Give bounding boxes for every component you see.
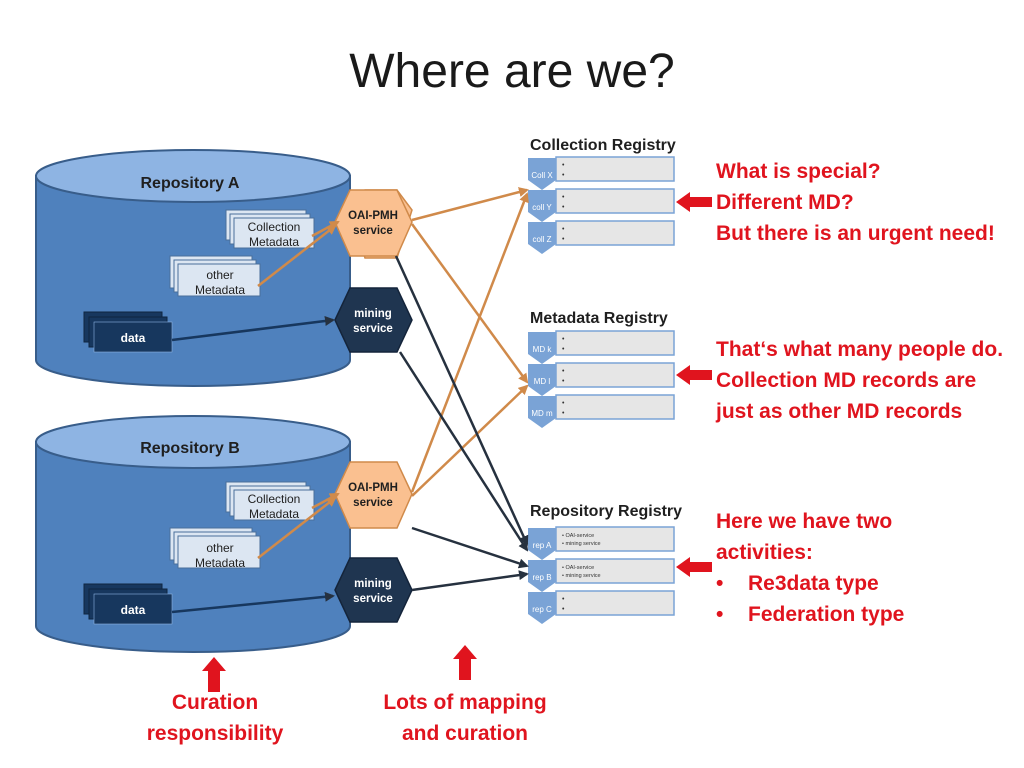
repository-name: Repository A — [141, 175, 240, 192]
svg-text:other: other — [206, 268, 233, 282]
registry-item: rep C • • — [528, 590, 675, 624]
mining-service-b: mining service — [334, 557, 413, 623]
svg-text:data: data — [121, 331, 146, 345]
svg-text:•: • — [562, 596, 565, 603]
svg-text:rep A: rep A — [533, 541, 552, 550]
svg-text:Metadata: Metadata — [195, 283, 245, 297]
arrow-up-icon — [453, 645, 477, 680]
svg-text:•: • — [562, 226, 565, 233]
repository-a: Repository A Collection Metadata other M… — [35, 149, 351, 387]
arrow-left-icon — [676, 365, 712, 385]
mapping-note: Lots of mapping and curation — [383, 691, 547, 745]
repository-b: Repository B Collection Metadata other M… — [35, 415, 351, 653]
svg-text:• OAI-service: • OAI-service — [562, 533, 594, 539]
svg-text:rep B: rep B — [532, 573, 551, 582]
svg-text:• mining service: • mining service — [562, 573, 601, 579]
svg-text:•: • — [562, 204, 565, 211]
svg-text:•: • — [562, 346, 565, 353]
mining-service-a: mining service — [334, 287, 413, 353]
svg-text:Metadata: Metadata — [249, 507, 299, 521]
svg-text:•: • — [562, 172, 565, 179]
slide-title: Where are we? — [349, 45, 675, 98]
svg-text:•: • — [562, 236, 565, 243]
repository-registry: Repository Registry rep A • OAI-service … — [528, 503, 682, 624]
svg-text:service: service — [353, 323, 393, 335]
registry-item: Coll X • • — [528, 156, 675, 190]
svg-text:•: • — [562, 410, 565, 417]
oai-pmh-service-b: OAI-PMH service — [334, 461, 413, 529]
svg-text:other: other — [206, 541, 233, 555]
registry-item: rep B • OAI-service • mining service — [528, 558, 675, 592]
svg-text:•: • — [562, 368, 565, 375]
svg-text:rep C: rep C — [532, 605, 552, 614]
activities-list: Re3data type Federation type — [716, 568, 904, 630]
svg-text:•: • — [562, 194, 565, 201]
svg-text:service: service — [353, 497, 393, 509]
svg-text:Collection: Collection — [248, 492, 301, 506]
registry-item: coll Z • • — [528, 220, 675, 254]
svg-text:Metadata: Metadata — [195, 556, 245, 570]
svg-text:mining: mining — [354, 578, 392, 590]
internal-arrows — [171, 220, 340, 614]
svg-text:• mining service: • mining service — [562, 541, 601, 547]
curation-note: Curation responsibility — [146, 691, 284, 745]
other-metadata-stack: other Metadata — [169, 527, 261, 570]
registry-item: MD k • • — [528, 330, 675, 364]
red-up-arrows — [202, 645, 477, 692]
other-metadata-stack: other Metadata — [169, 255, 261, 297]
metadata-note: That‘s what many people do. Collection M… — [716, 338, 1004, 423]
data-stack: data — [83, 583, 173, 625]
oai-pmh-service-a: OAI-PMH service — [334, 189, 413, 259]
svg-text:•: • — [562, 400, 565, 407]
svg-text:data: data — [121, 603, 146, 617]
svg-text:MD k: MD k — [533, 345, 553, 354]
svg-text:Collection: Collection — [248, 220, 301, 234]
registry-item: MD l • • — [528, 362, 675, 396]
svg-text:mining: mining — [354, 308, 392, 320]
registry-title: Metadata Registry — [530, 310, 668, 327]
svg-text:•: • — [562, 606, 565, 613]
svg-text:service: service — [353, 225, 393, 237]
svg-text:OAI-PMH: OAI-PMH — [348, 482, 398, 494]
registry-title: Collection Registry — [530, 137, 676, 154]
registry-connections — [394, 187, 529, 592]
svg-text:•: • — [562, 162, 565, 169]
data-stack: data — [83, 311, 173, 353]
arrow-left-icon — [676, 557, 712, 577]
svg-text:MD m: MD m — [531, 409, 553, 418]
collection-note: What is special? Different MD? But there… — [716, 160, 995, 245]
arrow-up-icon — [202, 657, 226, 692]
svg-text:• OAI-service: • OAI-service — [562, 565, 594, 571]
repository-name: Repository B — [140, 440, 240, 457]
svg-text:Metadata: Metadata — [249, 235, 299, 249]
cylinder-top — [35, 149, 351, 203]
registry-item: coll Y • • — [528, 188, 675, 222]
svg-text:•: • — [562, 336, 565, 343]
registry-item: MD m • • — [528, 394, 675, 428]
svg-text:•: • — [562, 378, 565, 385]
list-item: Federation type — [716, 599, 904, 630]
collection-registry: Collection Registry Coll X • • coll Y • … — [528, 137, 676, 254]
arrow-left-icon — [676, 192, 712, 212]
registry-title: Repository Registry — [530, 503, 682, 520]
collection-metadata-stack: Collection Metadata — [225, 481, 315, 521]
registry-item: rep A • OAI-service • mining service — [528, 526, 675, 560]
collection-metadata-stack: Collection Metadata — [225, 209, 315, 249]
svg-text:coll Z: coll Z — [532, 235, 551, 244]
repository-note: Here we have two activities: Re3data typ… — [716, 506, 904, 630]
svg-text:Coll X: Coll X — [531, 171, 553, 180]
svg-text:service: service — [353, 593, 393, 605]
cylinder-top — [35, 415, 351, 469]
red-arrows — [676, 192, 712, 577]
svg-text:coll Y: coll Y — [532, 203, 552, 212]
metadata-registry: Metadata Registry MD k • • MD l • • MD m… — [528, 310, 675, 428]
list-item: Re3data type — [716, 568, 904, 599]
svg-text:MD l: MD l — [534, 377, 551, 386]
svg-text:OAI-PMH: OAI-PMH — [348, 210, 398, 222]
